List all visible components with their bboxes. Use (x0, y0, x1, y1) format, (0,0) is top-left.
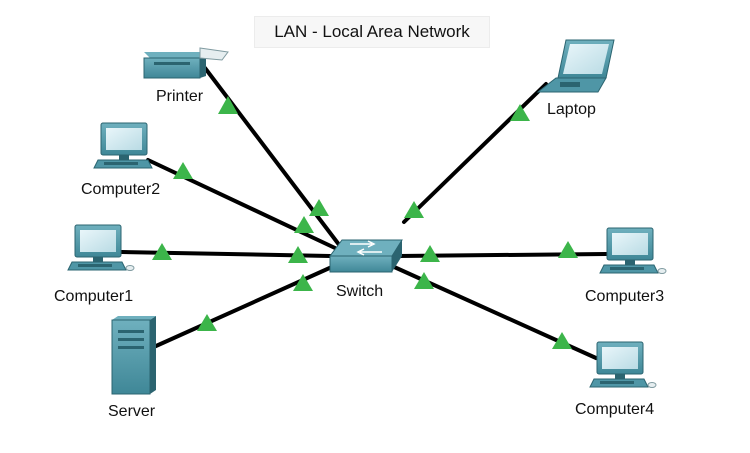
desktop-computer-icon[interactable] (67, 224, 135, 271)
link-status-indicator (414, 272, 434, 289)
diagram-title: LAN - Local Area Network (254, 16, 490, 48)
desktop-computer-icon[interactable] (589, 341, 657, 388)
printer-icon[interactable] (143, 47, 229, 79)
device-label-computer2: Computer2 (81, 181, 161, 198)
link-status-indicator (288, 246, 308, 263)
device-label-computer4: Computer4 (575, 401, 655, 418)
link-status-indicator (404, 201, 424, 218)
device-label-computer1: Computer1 (54, 288, 134, 305)
server-tower-icon[interactable] (111, 316, 156, 395)
link-status-indicator (510, 104, 530, 121)
cables (120, 66, 608, 360)
device-label-computer3: Computer3 (585, 288, 665, 305)
link-status-indicator (218, 96, 238, 114)
desktop-computer-icon[interactable] (599, 227, 667, 274)
link-status-indicator (293, 274, 313, 291)
link-status-indicator (552, 332, 572, 349)
laptop-icon[interactable] (536, 39, 615, 93)
device-label-laptop: Laptop (547, 101, 596, 118)
desktop-computer-icon[interactable] (93, 122, 153, 169)
link-status-indicator (420, 245, 440, 262)
link-status-indicator (309, 199, 329, 216)
link-indicators (152, 96, 578, 349)
link-status-indicator (558, 241, 578, 258)
link-status-indicator (173, 162, 193, 179)
link-status-indicator (152, 243, 172, 260)
cable-server-switch[interactable] (154, 264, 336, 348)
device-label-printer: Printer (156, 88, 204, 105)
network-switch-icon[interactable] (329, 239, 403, 273)
device-label-switch: Switch (336, 283, 384, 300)
cable-laptop-switch[interactable] (402, 82, 548, 224)
device-label-server: Server (108, 403, 156, 420)
link-status-indicator (294, 216, 314, 233)
link-status-indicator (197, 314, 217, 331)
